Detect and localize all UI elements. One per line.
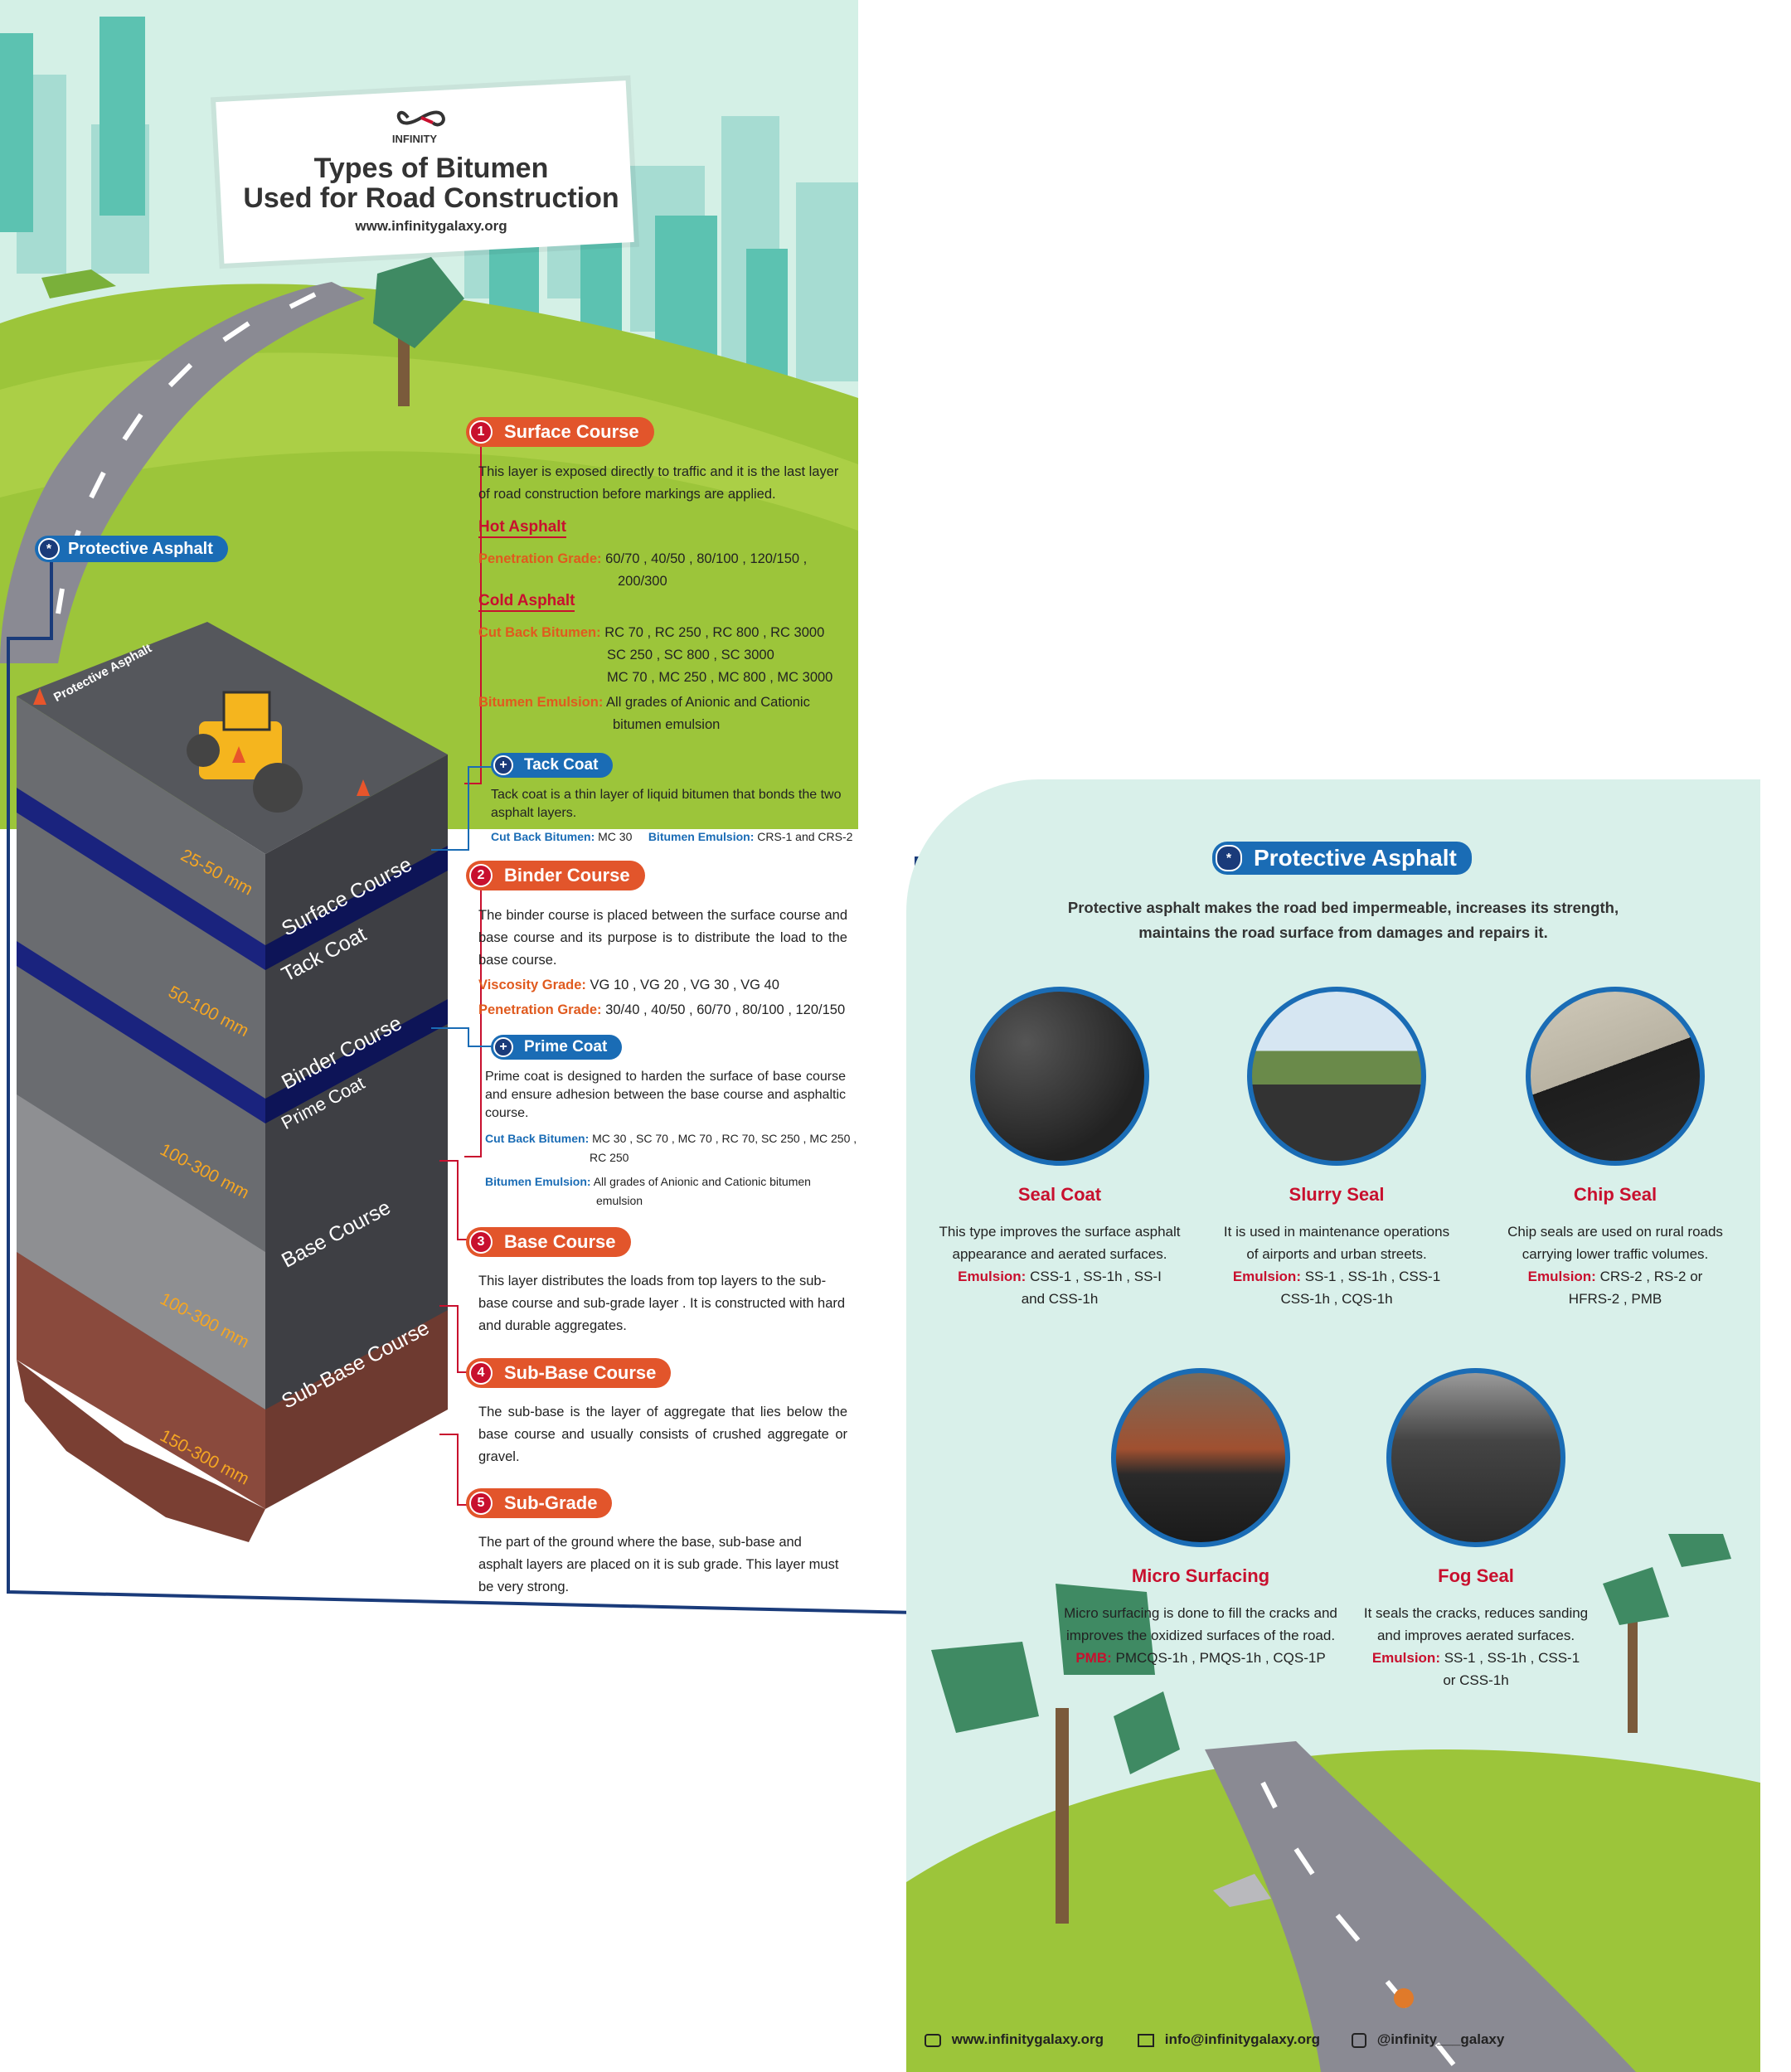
- micro-surfacing-image: [1111, 1368, 1290, 1547]
- footer-instagram[interactable]: @infinity___galaxy: [1352, 2031, 1504, 2048]
- footer-email[interactable]: info@infinitygalaxy.org: [1138, 2031, 1320, 2048]
- seal-coat-title: Seal Coat: [1017, 1184, 1102, 1205]
- page-title: Types of Bitumen Used for Road Construct…: [243, 153, 619, 214]
- fog-seal-image: [1386, 1368, 1565, 1547]
- prime-coat-emulsion: Bitumen Emulsion: All grades of Anionic …: [485, 1175, 811, 1207]
- seal-coat-text: This type improves the surface asphalt a…: [939, 1224, 1181, 1307]
- tack-coat-text: Tack coat is a thin layer of liquid bitu…: [491, 788, 842, 820]
- tack-coat-grades: Cut Back Bitumen: MC 30 Bitumen Emulsion…: [491, 830, 853, 843]
- mail-icon: [1138, 2033, 1154, 2047]
- binder-course-text: The binder course is placed between the …: [478, 908, 847, 968]
- plus-icon: +: [493, 1037, 513, 1057]
- chip-seal-image: [1526, 987, 1705, 1166]
- fog-seal-text: It seals the cracks, reduces sanding and…: [1363, 1605, 1589, 1688]
- chat-icon: [925, 2033, 941, 2047]
- instagram-icon: [1352, 2032, 1366, 2048]
- hot-asphalt-heading: Hot Asphalt: [478, 518, 566, 538]
- cold-asphalt-cutback: Cut Back Bitumen: RC 70 , RC 250 , RC 80…: [478, 625, 833, 685]
- slurry-seal-text: It is used in maintenance operations of …: [1223, 1224, 1450, 1307]
- hot-asphalt-grades: Penetration Grade: 60/70 , 40/50 , 80/10…: [478, 551, 808, 589]
- micro-surfacing-text: Micro surfacing is done to fill the crac…: [1064, 1605, 1337, 1666]
- slurry-seal-title: Slurry Seal: [1289, 1184, 1385, 1205]
- fog-seal-title: Fog Seal: [1438, 1565, 1514, 1586]
- tack-coat-badge: + Tack Coat: [491, 753, 614, 778]
- section-base-course-badge: 3 Base Course: [466, 1227, 631, 1257]
- prime-coat-cutback: Cut Back Bitumen: MC 30 , SC 70 , MC 70 …: [485, 1132, 857, 1164]
- protective-asphalt-intro: Protective asphalt makes the road bed im…: [1067, 899, 1619, 941]
- sub-base-text: The sub-base is the layer of aggregate t…: [478, 1405, 847, 1464]
- chip-seal-text: Chip seals are used on rural roads carry…: [1507, 1224, 1723, 1307]
- brand-logo-icon: [396, 110, 445, 127]
- right-panel-landscape: [906, 1534, 1760, 2072]
- footer-website[interactable]: www.infinitygalaxy.org: [925, 2031, 1104, 2048]
- chip-seal-title: Chip Seal: [1573, 1184, 1658, 1205]
- brand-name: INFINITY: [391, 133, 438, 145]
- plus-icon: +: [493, 755, 513, 775]
- slurry-seal-image: [1247, 987, 1426, 1166]
- cold-asphalt-heading: Cold Asphalt: [478, 592, 575, 612]
- cold-asphalt-emulsion: Bitumen Emulsion: All grades of Anionic …: [478, 695, 810, 732]
- seal-coat-image: [970, 987, 1149, 1166]
- section-sub-grade-badge: 5 Sub-Grade: [466, 1488, 613, 1518]
- micro-surfacing-title: Micro Surfacing: [1131, 1565, 1270, 1586]
- section-binder-course-badge: 2 Binder Course: [466, 861, 645, 890]
- protective-asphalt-title-badge: * Protective Asphalt: [1212, 842, 1472, 875]
- header-url: www.infinitygalaxy.org: [355, 218, 507, 234]
- asterisk-icon: *: [1216, 845, 1242, 871]
- section-surface-course-badge: 1 Surface Course: [466, 417, 654, 447]
- prime-coat-text: Prime coat is designed to harden the sur…: [485, 1070, 846, 1120]
- asterisk-icon: *: [38, 538, 60, 560]
- binder-viscosity-grade: Viscosity Grade: VG 10 , VG 20 , VG 30 ,…: [478, 978, 779, 992]
- protective-asphalt-badge-left: * Protective Asphalt: [35, 536, 228, 562]
- surface-course-text: This layer is exposed directly to traffi…: [478, 464, 839, 502]
- section-sub-base-badge: 4 Sub-Base Course: [466, 1358, 672, 1388]
- prime-coat-badge: + Prime Coat: [491, 1035, 623, 1060]
- road-layer-diagram: [17, 622, 448, 1542]
- sub-grade-text: The part of the ground where the base, s…: [478, 1535, 839, 1594]
- binder-penetration-grade: Penetration Grade: 30/40 , 40/50 , 60/70…: [478, 1002, 846, 1017]
- base-course-text: This layer distributes the loads from to…: [478, 1274, 846, 1333]
